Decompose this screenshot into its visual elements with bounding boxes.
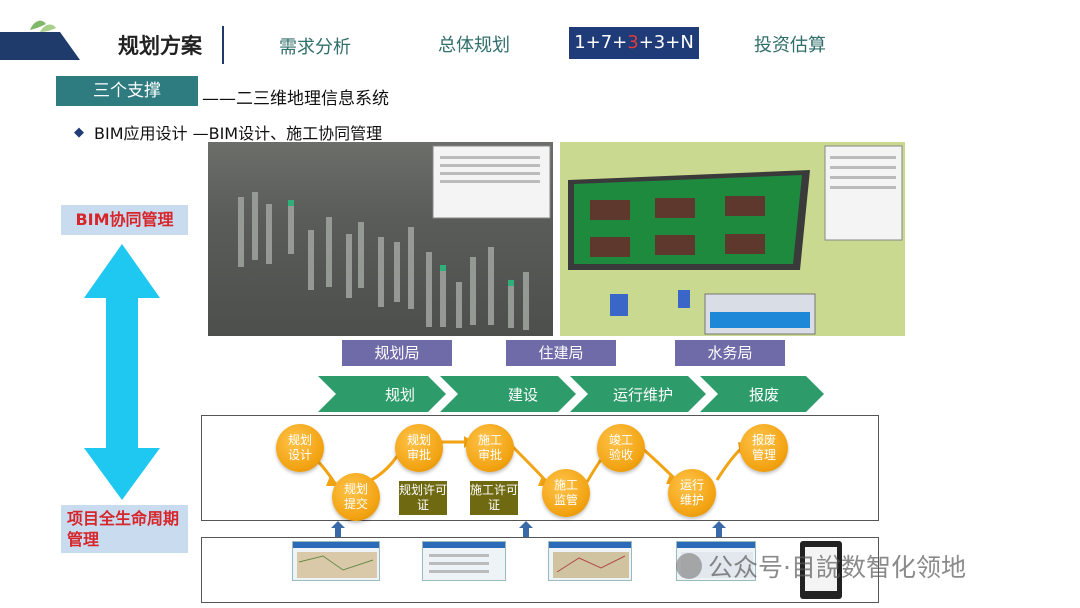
logo — [0, 14, 80, 60]
diamond-bullet-icon: ◆ — [74, 124, 84, 140]
agency-water-bureau: 水务局 — [675, 340, 785, 366]
step-operation-maintenance: 运行维护 — [668, 469, 716, 517]
lifecycle-flow-panel: 规划设计 规划提交 规划审批 施工审批 施工监管 竣工验收 运行维护 报废管理 … — [201, 415, 879, 521]
title-divider — [222, 26, 224, 64]
section-tab: 三个支撑 — [56, 76, 198, 106]
step-construction-supervision: 施工监管 — [542, 469, 590, 517]
up-arrow-icon — [331, 521, 345, 537]
process-label-construction: 建设 — [508, 386, 538, 404]
process-label-disposal: 报废 — [749, 386, 779, 404]
section-subtitle: ——二三维地理信息系统 — [202, 89, 389, 109]
side-label-lifecycle: 项目全生命周期管理 — [61, 505, 188, 553]
tab-framework-part-2: 3 — [627, 32, 639, 53]
step-disposal-management: 报废管理 — [740, 424, 788, 472]
step-planning-approval: 规划审批 — [395, 424, 443, 472]
chevron-construction — [440, 376, 576, 412]
step-construction-approval: 施工审批 — [466, 424, 514, 472]
construction-permit: 施工许可证 — [470, 481, 518, 515]
bullet-text: BIM应用设计 —BIM设计、施工协同管理 — [94, 124, 383, 143]
tab-framework-part-3: +3+N — [638, 32, 694, 53]
up-arrow-icon — [712, 521, 726, 537]
tab-overall-planning[interactable]: 总体规划 — [438, 35, 510, 56]
tablet-device — [800, 541, 842, 599]
chevron-disposal — [700, 376, 824, 412]
page-title: 规划方案 — [118, 34, 202, 58]
step-completion-acceptance: 竣工验收 — [597, 424, 645, 472]
wechat-icon — [676, 553, 702, 579]
watermark-text: 公众号·目說数智化领地 — [708, 553, 966, 582]
process-label-planning: 规划 — [385, 386, 415, 404]
tab-requirements-analysis[interactable]: 需求分析 — [279, 37, 351, 58]
up-arrow-icon — [519, 521, 533, 537]
agency-construction-bureau: 住建局 — [506, 340, 616, 366]
planning-permit: 规划许可证 — [399, 481, 447, 515]
tab-framework-active[interactable]: 1+7+3+3+N — [569, 27, 699, 59]
system-screenshot-gis — [548, 541, 632, 581]
tab-investment-estimate[interactable]: 投资估算 — [754, 35, 826, 56]
step-planning-design: 规划设计 — [276, 424, 324, 472]
bullet-item: ◆ BIM应用设计 —BIM设计、施工协同管理 — [74, 120, 382, 144]
process-chevrons: 规划 建设 运行维护 报废 — [318, 376, 824, 412]
watermark: 公众号·目說数智化领地 — [676, 548, 966, 584]
chevron-operation — [570, 376, 706, 412]
agency-planning-bureau: 规划局 — [342, 340, 452, 366]
step-planning-submit: 规划提交 — [332, 473, 380, 521]
double-arrow-icon — [84, 244, 160, 500]
side-label-bim: BIM协同管理 — [61, 205, 188, 235]
bim-site-layout-view — [560, 142, 905, 336]
bim-3d-pile-view — [208, 142, 553, 336]
tab-framework-part-1: 1+7+ — [574, 32, 628, 53]
system-screenshot-map — [292, 541, 380, 581]
system-screenshot-form — [422, 541, 506, 581]
process-label-operation: 运行维护 — [613, 386, 673, 404]
chevron-planning — [318, 376, 446, 412]
